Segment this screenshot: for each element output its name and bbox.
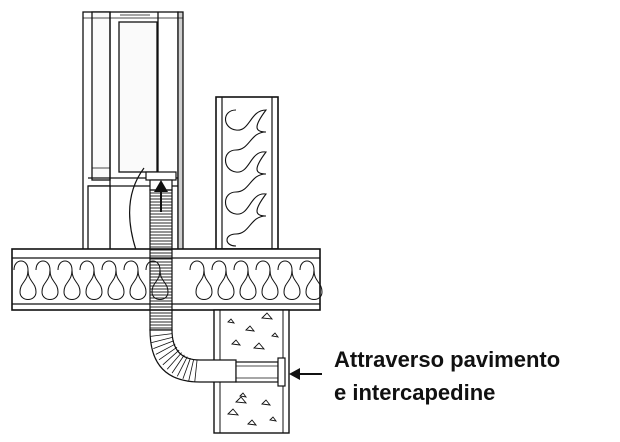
left-arrow-icon: [289, 368, 322, 380]
appliance-cabinet: [82, 11, 184, 251]
up-arrow-icon: [154, 180, 168, 212]
insulated-wall: [215, 96, 279, 250]
flexible-duct: [149, 189, 286, 387]
caption-line-2: e intercapedine: [334, 380, 495, 405]
concrete-aggregate: [227, 312, 280, 426]
duct-housing: [129, 167, 145, 251]
caption-line-1: Attraverso pavimento: [334, 347, 560, 372]
